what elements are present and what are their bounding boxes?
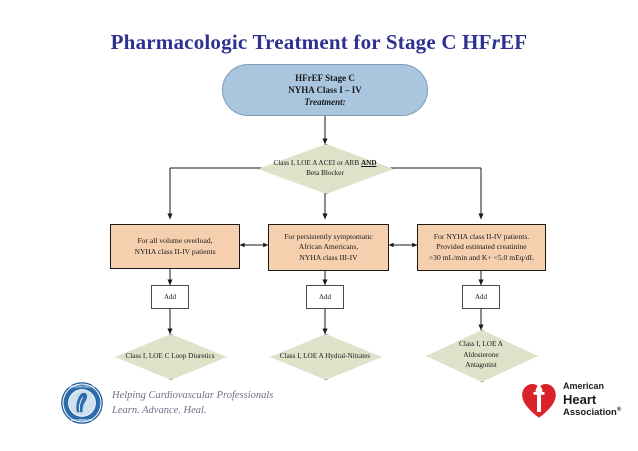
branch-right-line-3: >30 mL/min and K+ <5.0 mEq/dL (428, 252, 535, 262)
node-therapy-hydral-nitrates[interactable]: Class I, LOE A Hydral-Nitrates (270, 334, 382, 380)
branch-left-line-2: NYHA class II-IV patients (134, 246, 216, 256)
therapy-left-diamond-shape (115, 334, 227, 380)
branch-center-line-2: African Americans, (298, 242, 359, 252)
title-italic-r: r (491, 30, 501, 54)
aha-line-3: Association (563, 407, 617, 419)
aha-line-3-wrap: Association® (563, 407, 621, 418)
branch-center-line-3: NYHA class III-IV (299, 252, 358, 262)
acc-seal-logo: AMERICAN COLLEGE OF CARDIOLOGY (61, 382, 103, 424)
title-suffix: EF (500, 30, 528, 54)
acc-tagline-line-1: Helping Cardiovascular Professionals (112, 390, 274, 401)
branch-left-line-1: For all volume overload, (137, 235, 213, 245)
add-left-label: Add (163, 293, 177, 301)
acc-tagline: Helping Cardiovascular Professionals Lea… (112, 388, 273, 418)
acc-tagline-line-2: Learn. Advance. Heal. (112, 405, 207, 417)
aha-heart-torch-icon (522, 384, 556, 418)
title-prefix: Pharmacologic Treatment for Stage C HF (110, 30, 492, 54)
root-line-1: HFrEF Stage C (295, 72, 355, 83)
root-line-2: NYHA Class I – IV (288, 84, 362, 95)
therapy-center-diamond-shape (270, 334, 382, 380)
root-line-3: Treatment: (304, 97, 346, 108)
node-root-hfref-stage-c[interactable]: HFrEF Stage C NYHA Class I – IV Treatmen… (222, 64, 428, 116)
therapy-right-diamond-shape (426, 330, 538, 382)
branch-center-line-1: For persistently symptomatic (284, 231, 373, 241)
node-therapy-loop-diuretics[interactable]: Class I, LOE C Loop Diuretics (115, 334, 227, 380)
add-center-label: Add (318, 293, 332, 301)
svg-text:OF CARDIOLOGY: OF CARDIOLOGY (71, 418, 93, 422)
node-therapy-aldosterone-antagonist[interactable]: Class I, LOE A Aldosterone Antagonist (426, 330, 538, 382)
node-add-right[interactable]: Add (462, 285, 500, 309)
node-first-line-therapy[interactable]: Class I, LOE A ACEI or ARB AND Beta Bloc… (258, 144, 394, 194)
aha-line-2: Heart (563, 391, 597, 407)
node-branch-volume-overload[interactable]: For all volume overload, NYHA class II-I… (110, 224, 240, 269)
page-title: Pharmacologic Treatment for Stage C HFrE… (0, 30, 638, 55)
svg-text:AMERICAN COLLEGE: AMERICAN COLLEGE (68, 384, 96, 388)
node-add-center[interactable]: Add (306, 285, 344, 309)
aha-line-1: American (563, 381, 605, 391)
branch-right-line-2: Provided estimated creatinine (436, 242, 527, 252)
node-branch-african-americans[interactable]: For persistently symptomatic African Ame… (268, 224, 389, 271)
branch-right-line-1: For NYHA class II-IV patients. (433, 231, 530, 241)
aha-wordmark: American Heart Association® (563, 381, 621, 418)
first-line-diamond-shape (258, 144, 394, 194)
node-branch-nyha-creatinine[interactable]: For NYHA class II-IV patients. Provided … (417, 224, 546, 271)
aha-logo: American Heart Association® (519, 378, 631, 424)
node-add-left[interactable]: Add (151, 285, 189, 309)
aha-registered-mark: ® (616, 406, 622, 413)
add-right-label: Add (474, 293, 488, 301)
